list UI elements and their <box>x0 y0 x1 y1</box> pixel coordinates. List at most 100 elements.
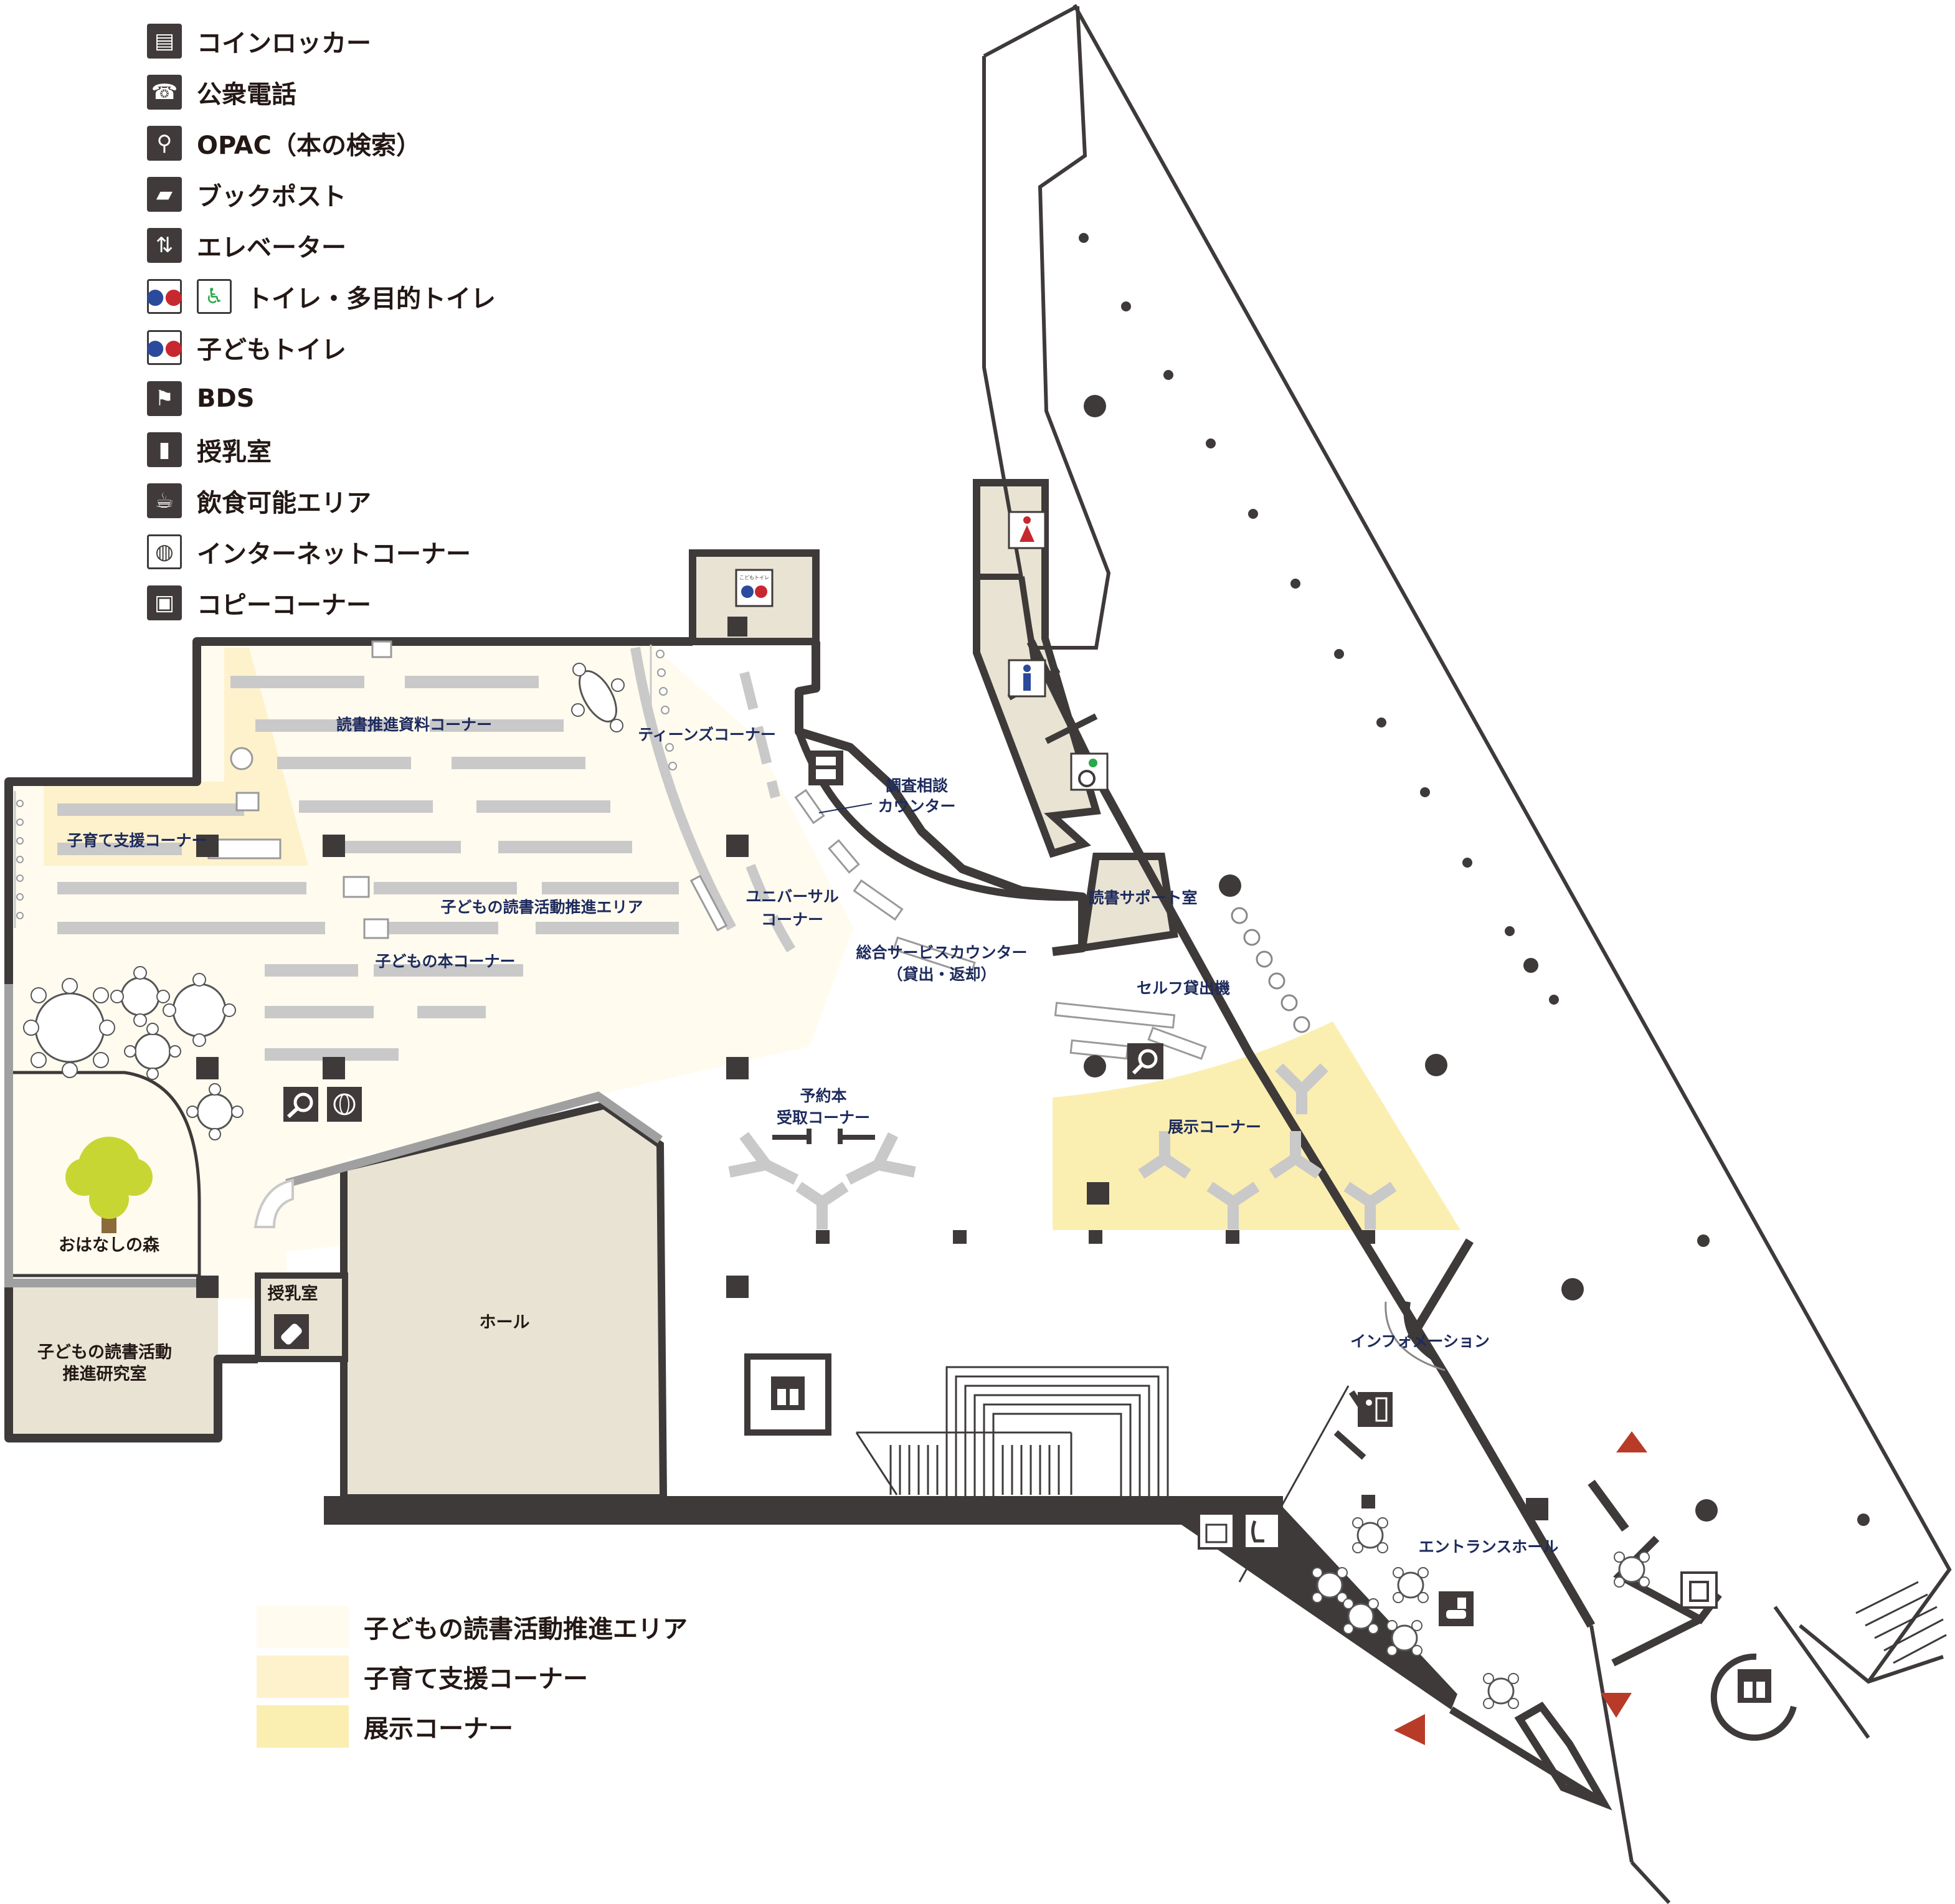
accessible-toilet-icon: ♿ <box>197 279 232 314</box>
area-legend-label: 子どもの読書活動推進エリア <box>364 1615 688 1644</box>
columns <box>196 233 1870 1526</box>
internet-map-icon <box>327 1087 362 1122</box>
kids-toilet-icon: ●● <box>146 330 183 365</box>
bds-gate-icon: ⚑ <box>147 381 182 416</box>
kids-books-label: 子どもの本コーナー <box>375 952 515 970</box>
entrance-hall-label: エントランスホール <box>1419 1538 1559 1556</box>
bds-map-icon <box>1358 1392 1393 1427</box>
reading-tables <box>34 670 1645 1705</box>
toilet-blue-map-icon <box>1008 659 1046 698</box>
food-map-icon <box>1439 1591 1474 1626</box>
legend-row-toilet: ●● ♿ トイレ・多目的トイレ <box>146 278 496 315</box>
forest-grey-wall <box>4 984 197 1287</box>
self-checkout-label: セルフ貸出機 <box>1137 979 1230 997</box>
swatch-kids-area <box>257 1606 349 1648</box>
universal-label-2: コーナー <box>761 911 823 929</box>
legend-row-kids-toilet: ●● 子どもトイレ <box>146 329 346 366</box>
public-phone-map-icon <box>1243 1512 1280 1550</box>
nursing-room-label: 授乳室 <box>268 1284 318 1304</box>
info-counter <box>1403 1301 1441 1364</box>
toilet-icon: ●● <box>146 279 183 314</box>
outer-wall-right <box>983 4 1079 58</box>
map-labels: 読書推進資料コーナー ティーンズコーナー 子育て支援コーナー 子どもの読書活動推… <box>37 716 1558 1556</box>
consult-label-2: カウンター <box>878 797 955 815</box>
coin-locker-icon: ▤ <box>147 24 182 59</box>
elevator-shaft-round <box>1710 1653 1797 1741</box>
forest-wall <box>9 1071 201 1277</box>
svg-text:こどもトイレ: こどもトイレ <box>739 575 769 580</box>
forest-label: おはなしの森 <box>59 1236 160 1255</box>
legend-label: OPAC（本の検索） <box>197 131 421 160</box>
elevator-map-icon-2 <box>1738 1669 1771 1703</box>
book-post-map-icon <box>1680 1571 1718 1609</box>
elevator-map-icon <box>771 1376 805 1410</box>
legend-label: 公衆電話 <box>197 80 296 109</box>
south-wall <box>324 1496 1283 1525</box>
legend-row-food: ☕ 飲食可能エリア <box>147 482 371 519</box>
accessible-toilet-map-icon <box>1070 752 1109 791</box>
elevator-icon: ⇅ <box>147 228 182 263</box>
research-room-label-1: 子どもの読書活動 <box>37 1342 172 1362</box>
public-phone-icon: ☎ <box>147 75 182 110</box>
legend-row-book-post: ▰ ブックポスト <box>147 176 346 213</box>
legend-row-copy: ▣ コピーコーナー <box>147 584 371 622</box>
legend-label: 子どもトイレ <box>197 336 346 364</box>
area-legend-exhibit: 展示コーナー <box>257 1705 513 1748</box>
legend-label: インターネットコーナー <box>197 540 471 569</box>
opac-search-icon: ⚲ <box>147 126 182 161</box>
area-legend-childcare: 子育て支援コーナー <box>257 1655 588 1698</box>
legend-row-bds: ⚑ BDS <box>147 380 255 417</box>
hall-room <box>340 1101 668 1502</box>
legend-row-elevator: ⇅ エレベーター <box>147 227 346 264</box>
south-diagonal-wall <box>1140 1496 1457 1710</box>
outer-glass-wall <box>982 6 1111 650</box>
legend-label: BDS <box>197 384 255 413</box>
consult-label-1: 調査相談 <box>886 777 949 795</box>
universal-label-1: ユニバーサル <box>746 888 839 906</box>
information-label: インフォメーション <box>1350 1332 1490 1350</box>
service-counter-label-2: （貸出・返却） <box>887 965 996 983</box>
internet-globe-icon: ◍ <box>147 534 182 569</box>
legend-row-nursing: ▮ 授乳室 <box>147 431 272 468</box>
copy-machine-icon: ▣ <box>147 585 182 620</box>
swatch-childcare <box>257 1655 349 1698</box>
reserve-label-2: 受取コーナー <box>777 1109 870 1127</box>
area-legend-label: 展示コーナー <box>364 1715 513 1743</box>
swatch-exhibit <box>257 1705 349 1748</box>
legend-row-coin-locker: ▤ コインロッカー <box>147 22 371 60</box>
exhibit-label: 展示コーナー <box>1168 1118 1261 1136</box>
area-legend-kids-area: 子どもの読書活動推進エリア <box>257 1606 688 1648</box>
entrance-arrows <box>1394 1431 1647 1745</box>
legend-label: コピーコーナー <box>197 591 371 620</box>
area-legend-label: 子育て支援コーナー <box>364 1665 588 1693</box>
reading-materials-label: 読書推進資料コーナー <box>336 716 492 734</box>
nursing-map-icon <box>274 1314 309 1349</box>
bookshelves <box>57 676 679 1061</box>
outer-glass-wall-right <box>1072 4 1952 1683</box>
legend-label: コインロッカー <box>197 29 371 58</box>
childcare-label: 子育て支援コーナー <box>67 831 207 850</box>
book-post-icon: ▰ <box>147 177 182 212</box>
legend-row-internet: ◍ インターネットコーナー <box>147 533 471 571</box>
reading-support-label: 読書サポート室 <box>1088 889 1197 907</box>
teens-partition <box>630 647 737 931</box>
exhibit-zone <box>1053 1021 1460 1230</box>
reserve-label-1: 予約本 <box>800 1087 846 1105</box>
hall-grey-wall <box>285 1091 663 1188</box>
legend-label: エレベーター <box>197 234 346 262</box>
toilet-red-map-icon <box>1008 511 1046 549</box>
legend-label: 授乳室 <box>197 438 272 467</box>
service-counter-label-1: 総合サービスカウンター <box>856 944 1027 962</box>
research-room-label-2: 推進研究室 <box>63 1364 147 1384</box>
food-drink-icon: ☕ <box>147 483 182 518</box>
legend-label: ブックポスト <box>197 182 346 211</box>
copy-machine-map-icon <box>808 751 843 785</box>
research-room <box>9 1286 218 1438</box>
nursing-bottle-icon: ▮ <box>147 432 182 467</box>
opac-map-icon <box>1127 1043 1163 1079</box>
opac-map-icon-2 <box>283 1087 318 1122</box>
kids-toilet-map-icon: こどもトイレ <box>735 569 774 607</box>
teens-label: ティーンズコーナー <box>638 726 776 744</box>
legend-label: トイレ・多目的トイレ <box>247 285 496 313</box>
